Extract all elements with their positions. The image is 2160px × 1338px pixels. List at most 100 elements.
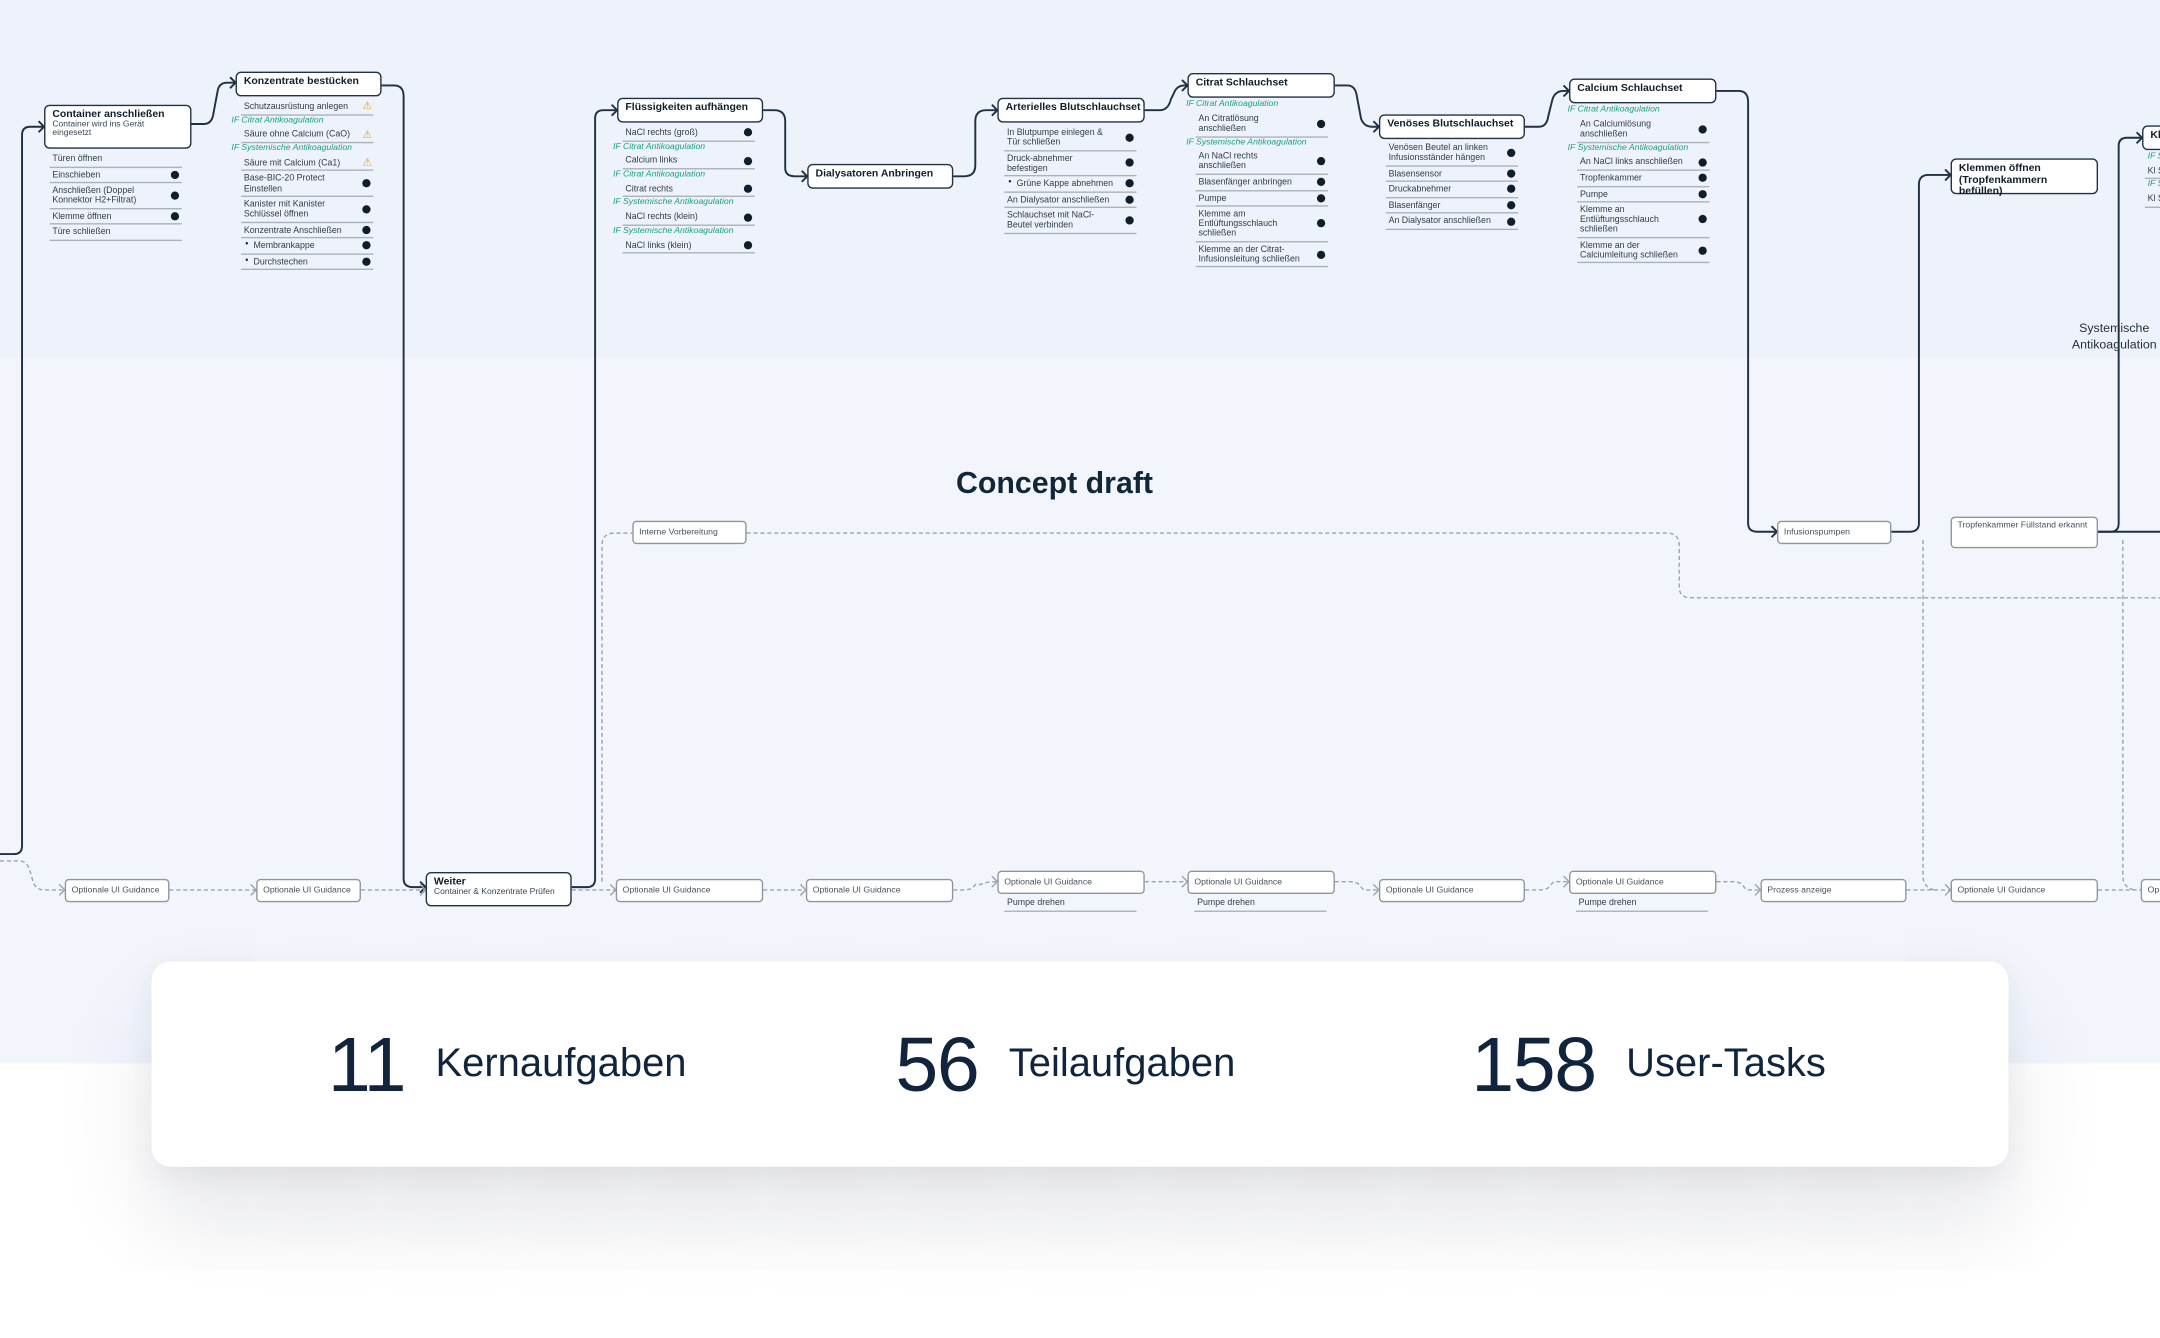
condition-label: IF Systemische Antikoagulation (613, 225, 734, 236)
internal-step-box: Tropfenkammer Füllstand erkannt (1950, 516, 2099, 549)
info-dot-icon (170, 191, 180, 200)
connector-line (1891, 173, 1951, 533)
subtask-item: Druckabnehmer (1385, 182, 1519, 198)
subtask-item: Kl Sc (2144, 164, 2160, 180)
subtask-item: Klemme an Entlüftungsschlauch schließen (1577, 203, 1710, 238)
condition-label: IF Systemische Antikoagulation (1186, 137, 1307, 147)
subtask-item: An NaCl links anschließen (1577, 155, 1710, 171)
guidance-box: Optionale UI Guidance (256, 878, 361, 903)
info-dot-icon (1125, 179, 1134, 188)
condition-label: IF Sy (2147, 151, 2160, 162)
task-box-konzentrate-bestuecken: Konzentrate bestücken (235, 71, 382, 97)
subtask-item: Schutzausrüstung anlegen⚠ (241, 99, 374, 116)
stats-card: 11 Kernaufgaben 56 Teilaufgaben 158 User… (151, 961, 2009, 1167)
subtask-list-fluessigkeiten: NaCl rechts (groß) IF Citrat Antikoagula… (613, 125, 755, 255)
info-dot-icon (170, 212, 180, 221)
subtask-item: Klemme an der Citrat-Infusionsleitung sc… (1195, 242, 1328, 268)
connector-line (0, 125, 45, 856)
condition-label: IF Citrat Antikoagulation (613, 141, 706, 151)
info-dot-icon (1698, 158, 1707, 167)
stat-label: Kernaufgaben (435, 1041, 687, 1086)
subtask-item: NaCl rechts (groß) (622, 125, 755, 142)
info-dot-icon (1125, 133, 1134, 142)
task-title: Weiter (433, 874, 466, 888)
guidance-box: Optionale UI Guidance (1378, 878, 1525, 903)
warning-icon: ⚠ (362, 155, 372, 169)
task-box-klemmen-oeffnen: Klemmen öffnen (Tropfenkammern befüllen) (1950, 158, 2099, 197)
info-dot-icon (1316, 250, 1326, 259)
warning-icon: ⚠ (362, 127, 372, 141)
subtask-item: An Dialysator anschließen (1385, 214, 1519, 230)
guidance-box: Optionale UI Guidance (64, 878, 170, 903)
task-box-arterielles-blutschlauchset: Arterielles Blutschlauchset (997, 97, 1145, 123)
guidance-subtask: Pumpe drehen (1004, 895, 1137, 912)
task-box-citrat-schlauchset: Citrat Schlauchset (1187, 73, 1335, 98)
connector-line (381, 84, 426, 889)
info-dot-icon (1125, 158, 1134, 168)
subtask-list-cut-off: IF Sy Kl Sc IF Sy Kl Sc (2144, 151, 2160, 208)
subtask-item: Säure mit Calcium (Ca1)⚠ (241, 155, 374, 172)
stat-kernaufgaben: 11 Kernaufgaben (328, 962, 687, 1167)
info-dot-icon (362, 241, 371, 251)
subtask-item: In Blutpumpe einlegen & Tür schließen (1004, 125, 1137, 151)
warning-icon: ⚠ (362, 99, 372, 112)
subtask-item: Venösen Beutel an linken Infusionsstände… (1385, 141, 1519, 167)
connector-line (1716, 89, 1778, 533)
subtask-item: Durchstechen (241, 255, 374, 271)
subtask-list-citrat: IF Citrat Antikoagulation An Citratlösun… (1186, 99, 1328, 268)
internal-step-box: Interne Vorbereitung (632, 520, 747, 545)
subtask-list-container: Türen öffnen Einschieben Anschließen (Do… (49, 152, 182, 241)
info-dot-icon (743, 184, 753, 194)
info-dot-icon (362, 257, 371, 266)
info-dot-icon (743, 156, 753, 165)
internal-step-box: Infusionspumpen (1777, 520, 1892, 545)
task-box-calcium-schlauchset: Calcium Schlauchset (1569, 78, 1717, 104)
subtask-item: Druck-abnehmer befestigen (1004, 151, 1137, 177)
info-dot-icon (743, 128, 753, 137)
subtask-list-calcium: IF Citrat Antikoagulation An Calciumlösu… (1568, 105, 1710, 264)
subtask-item: Türen öffnen (49, 152, 182, 168)
guidance-box: Optionale UI Guidance (997, 870, 1145, 895)
connector-line (571, 109, 618, 889)
subtask-item: Kl Sc (2144, 192, 2160, 208)
stat-value: 56 (895, 1020, 979, 1108)
subtask-item: Pumpe (1195, 191, 1328, 207)
info-dot-icon (1698, 189, 1707, 199)
stat-user-tasks: 158 User-Tasks (1471, 962, 1826, 1167)
info-dot-icon (1316, 194, 1326, 203)
task-box-cut-off: Kl (2142, 125, 2160, 151)
connector-line (953, 109, 998, 178)
subtask-item: Anschließen (Doppel Konnektor H2+Filtrat… (49, 183, 182, 209)
stat-value: 11 (327, 1020, 407, 1108)
info-dot-icon (743, 241, 753, 250)
task-box-fluessigkeiten-aufhaengen: Flüssigkeiten aufhängen (617, 97, 764, 123)
guidance-box: Optionale UI Guidance (805, 878, 954, 903)
subtask-item: Blasensensor (1385, 166, 1519, 183)
info-dot-icon (362, 179, 371, 188)
subtask-item: Pumpe (1577, 187, 1710, 203)
diagram-background-bottom (0, 358, 2160, 1064)
info-dot-icon (1316, 219, 1326, 228)
subtask-list-konzentrate: Schutzausrüstung anlegen⚠ IF Citrat Anti… (231, 99, 374, 271)
subtask-item: NaCl links (klein) (622, 238, 755, 255)
subtask-item: An Dialysator anschließen (1004, 192, 1137, 209)
guidance-box: Optionale UI Guidance (1187, 870, 1335, 895)
guidance-box: Optionale UI Guidance (615, 878, 764, 903)
info-dot-icon (1316, 178, 1326, 187)
info-dot-icon (1507, 185, 1516, 194)
subtask-item: Membrankappe (241, 239, 374, 255)
condition-label: IF Sy (2147, 179, 2160, 190)
concept-draft-heading: Concept draft (956, 465, 1154, 501)
condition-label: IF Systemische Antikoagulation (231, 143, 352, 153)
condition-label: IF Citrat Antikoagulation (1567, 104, 1660, 115)
info-dot-icon (1698, 215, 1707, 224)
guidance-box: Optionale UI Guidance (1569, 870, 1717, 895)
side-condition-label: Systemische Antikoagulation (2071, 320, 2157, 352)
task-subtitle: Container & Konzentrate Prüfen (433, 886, 555, 897)
task-box-venoeses-blutschlauchset: Venöses Blutschlauchset (1378, 114, 1525, 140)
subtask-item: Klemme öffnen (49, 209, 182, 225)
info-dot-icon (170, 170, 180, 179)
info-dot-icon (1507, 201, 1516, 210)
